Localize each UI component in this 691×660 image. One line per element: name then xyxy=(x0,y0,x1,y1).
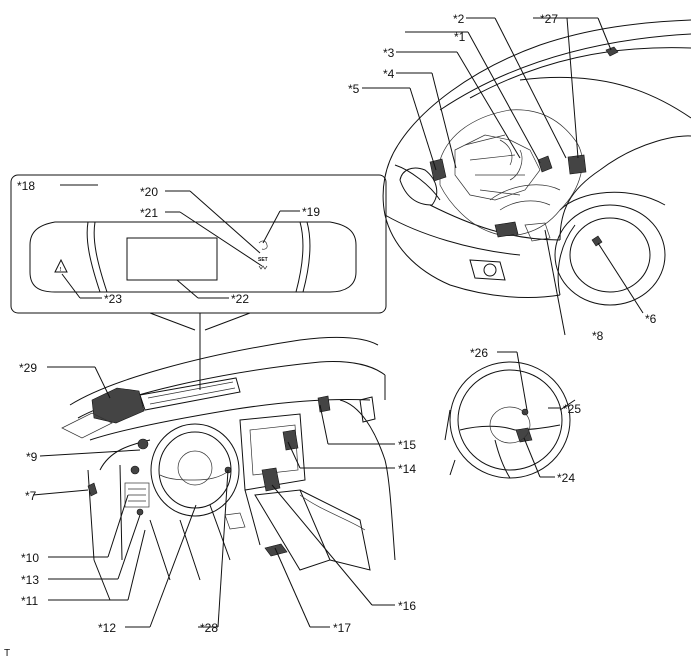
label-20: *20 xyxy=(140,185,158,199)
label-22: *22 xyxy=(231,292,249,306)
label-9: *9 xyxy=(26,450,38,464)
radar-cruise-indicator-icon xyxy=(258,265,268,270)
cruise-indicator-icon xyxy=(258,240,268,250)
label-5: *5 xyxy=(348,82,360,96)
label-18: *18 xyxy=(17,179,35,193)
label-10: *10 xyxy=(21,551,39,565)
label-8: *8 xyxy=(592,329,604,343)
label-21: *21 xyxy=(140,206,158,220)
label-24: *24 xyxy=(557,471,575,485)
label-28: *28 xyxy=(200,621,218,635)
label-11: *11 xyxy=(21,594,38,608)
label-12: *12 xyxy=(98,621,116,635)
label-17: *17 xyxy=(333,621,351,635)
label-7: *7 xyxy=(25,489,37,503)
label-6: *6 xyxy=(645,312,657,326)
label-27: *27 xyxy=(540,12,558,26)
label-14: *14 xyxy=(398,462,416,476)
label-13: *13 xyxy=(21,573,39,587)
warning-symbol: ! xyxy=(60,267,62,273)
car-front-illustration xyxy=(382,19,691,306)
label-19: *19 xyxy=(302,205,320,219)
label-23: *23 xyxy=(104,292,122,306)
inset-box: ! SET xyxy=(10,174,387,331)
steering-wheel-illustration xyxy=(444,361,576,479)
leader-lines xyxy=(32,17,644,628)
label-16: *16 xyxy=(398,599,416,613)
label-29: *29 xyxy=(19,361,37,375)
set-indicator: SET xyxy=(258,257,268,263)
callout-labels: *1 *2 *3 *4 *5 *6 *7 *8 *9 *10 *11 *12 *… xyxy=(17,12,657,635)
label-4: *4 xyxy=(383,67,395,81)
footer-mark: T xyxy=(4,648,10,659)
label-2: *2 xyxy=(453,12,465,26)
label-25: *25 xyxy=(563,402,581,416)
engine-parts xyxy=(429,134,587,242)
dashboard-illustration xyxy=(61,330,396,601)
label-3: *3 xyxy=(383,46,395,60)
label-1: *1 xyxy=(454,30,466,44)
warning-triangle-icon xyxy=(54,258,68,273)
label-26: *26 xyxy=(470,346,488,360)
label-15: *15 xyxy=(398,438,416,452)
